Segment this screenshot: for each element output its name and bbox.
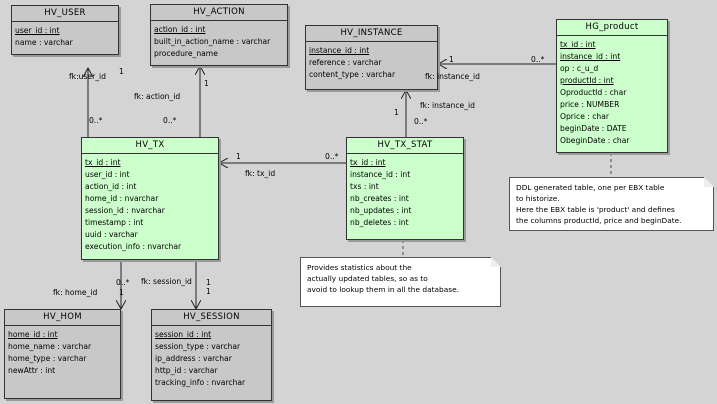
mult-user-one: 1 bbox=[119, 67, 124, 76]
class-attribute: home_id : int bbox=[8, 330, 58, 339]
class-attribute: newAttr : int bbox=[8, 366, 56, 375]
class-attribute: reference : varchar bbox=[309, 58, 382, 67]
class-attribute: OproductId : char bbox=[560, 88, 627, 97]
mult-inst-prod-many: 0..* bbox=[531, 55, 545, 64]
label-fk-tx-id: fk: tx_id bbox=[245, 169, 276, 178]
class-attribute: home_name : varchar bbox=[8, 342, 92, 351]
class-hv-tx-stat[interactable]: HV_TX_STAT tx_id : int instance_id : int t… bbox=[346, 137, 464, 240]
note-line: to historize. bbox=[516, 194, 560, 203]
mult-inst-stat-one: 1 bbox=[394, 108, 399, 117]
class-hv-action[interactable]: HV_ACTION action_id : int built_in_action… bbox=[150, 4, 288, 66]
class-hg-product[interactable]: HG_product tx_id : int instance_id : int o… bbox=[556, 19, 668, 153]
class-hv-hom[interactable]: HV_HOM home_id : int home_name : varchar h… bbox=[4, 309, 121, 399]
mult-sess-one-a: 1 bbox=[206, 278, 211, 287]
class-attribute: session_id : nvarchar bbox=[85, 206, 165, 215]
class-attribute: tx_id : int bbox=[560, 40, 596, 49]
mult-tx-stat-many: 0..* bbox=[325, 152, 339, 161]
label-fk-action-id: fk: action_id bbox=[134, 92, 181, 101]
label-fk-instance-id-product: fk: instance_id bbox=[425, 72, 480, 81]
note-stat: Provides statistics about the actually u… bbox=[300, 257, 501, 307]
label-fk-home-id: fk: home_id bbox=[53, 288, 98, 297]
class-attribute: user_id : int bbox=[85, 170, 130, 179]
note-line: Provides statistics about the bbox=[307, 263, 412, 272]
mult-tx-stat-one: 1 bbox=[236, 152, 241, 161]
class-title: HG_product bbox=[557, 20, 667, 36]
mult-inst-stat-many: 0..* bbox=[414, 117, 428, 126]
class-attribute: user_id : int bbox=[15, 26, 60, 35]
class-attribute: uuid : varchar bbox=[85, 230, 138, 239]
class-attribute: content_type : varchar bbox=[309, 70, 396, 79]
class-attribute: action_id : int bbox=[154, 25, 206, 34]
mult-user-many: 0..* bbox=[89, 116, 103, 125]
note-fold bbox=[491, 257, 501, 267]
class-attribute: tx_id : int bbox=[350, 158, 386, 167]
class-attribute: nb_deletes : int bbox=[350, 218, 409, 227]
class-title: HV_ACTION bbox=[151, 5, 287, 21]
class-title: HV_SESSION bbox=[152, 310, 271, 326]
class-hv-tx[interactable]: HV_TX tx_id : int user_id : int action_id … bbox=[81, 137, 219, 260]
label-fk-session-id: fk: session_id bbox=[141, 277, 192, 286]
mult-action-one: 1 bbox=[204, 79, 209, 88]
note-line: DDL generated table, one per EBX table bbox=[516, 183, 665, 192]
label-fk-user-id: fk:user_id bbox=[69, 72, 106, 81]
class-attribute: http_id : varchar bbox=[155, 366, 218, 375]
class-title: HV_INSTANCE bbox=[306, 26, 437, 42]
class-hv-user[interactable]: HV_USER user_id : int name : varchar bbox=[11, 5, 119, 55]
mult-hom-one: 1 bbox=[119, 288, 124, 297]
class-title: HV_TX_STAT bbox=[347, 138, 463, 154]
class-hv-session[interactable]: HV_SESSION session_id : int session_type … bbox=[151, 309, 272, 401]
class-attribute: name : varchar bbox=[15, 38, 73, 47]
class-attribute: instance_id : int bbox=[350, 170, 411, 179]
class-attribute: Oprice : char bbox=[560, 112, 610, 121]
note-fold bbox=[704, 177, 714, 187]
class-attribute: nb_updates : int bbox=[350, 206, 412, 215]
class-attribute: nb_creates : int bbox=[350, 194, 409, 203]
class-attribute: built_in_action_name : varchar bbox=[154, 37, 271, 46]
class-attribute: home_type : varchar bbox=[8, 354, 87, 363]
mult-hom-many: 0..* bbox=[116, 278, 130, 287]
class-hv-instance[interactable]: HV_INSTANCE instance_id : int reference :… bbox=[305, 25, 438, 90]
class-attribute: tx_id : int bbox=[85, 158, 121, 167]
class-attribute: procedure_name bbox=[154, 49, 218, 58]
class-attribute: session_type : varchar bbox=[155, 342, 241, 351]
class-title: HV_HOM bbox=[5, 310, 120, 326]
mult-sess-one-b: 1 bbox=[206, 287, 211, 296]
note-line: actually updated tables, so as to bbox=[307, 274, 428, 283]
class-attribute: price : NUMBER bbox=[560, 100, 620, 109]
class-attribute: tracking_info : nvarchar bbox=[155, 378, 246, 387]
class-attribute: ObeginDate : char bbox=[560, 136, 630, 145]
class-attribute: instance_id : int bbox=[309, 46, 370, 55]
note-line: avoid to lookup them in all the database… bbox=[307, 285, 460, 294]
class-attribute: instance_id : int bbox=[560, 52, 621, 61]
class-attribute: timestamp : int bbox=[85, 218, 144, 227]
mult-action-many: 0..* bbox=[163, 116, 177, 125]
note-product: DDL generated table, one per EBX table t… bbox=[509, 177, 714, 231]
class-attribute: home_id : nvarchar bbox=[85, 194, 159, 203]
class-attribute: execution_info : nvarchar bbox=[85, 242, 182, 251]
note-line: the columns productId, price and beginDa… bbox=[516, 216, 682, 225]
class-attribute: ip_address : varchar bbox=[155, 354, 232, 363]
class-attribute: productId : int bbox=[560, 76, 614, 85]
class-attribute: action_id : int bbox=[85, 182, 137, 191]
mult-inst-prod-one: 1 bbox=[449, 55, 454, 64]
class-attribute: session_id : int bbox=[155, 330, 212, 339]
label-fk-instance-id-stat: fk: instance_id bbox=[420, 101, 475, 110]
note-line: Here the EBX table is 'product' and defi… bbox=[516, 205, 675, 214]
class-attribute: op : c_u_d bbox=[560, 64, 599, 73]
class-title: HV_TX bbox=[82, 138, 218, 154]
class-attribute: beginDate : DATE bbox=[560, 124, 627, 133]
class-attribute: txs : int bbox=[350, 182, 379, 191]
class-title: HV_USER bbox=[12, 6, 118, 22]
